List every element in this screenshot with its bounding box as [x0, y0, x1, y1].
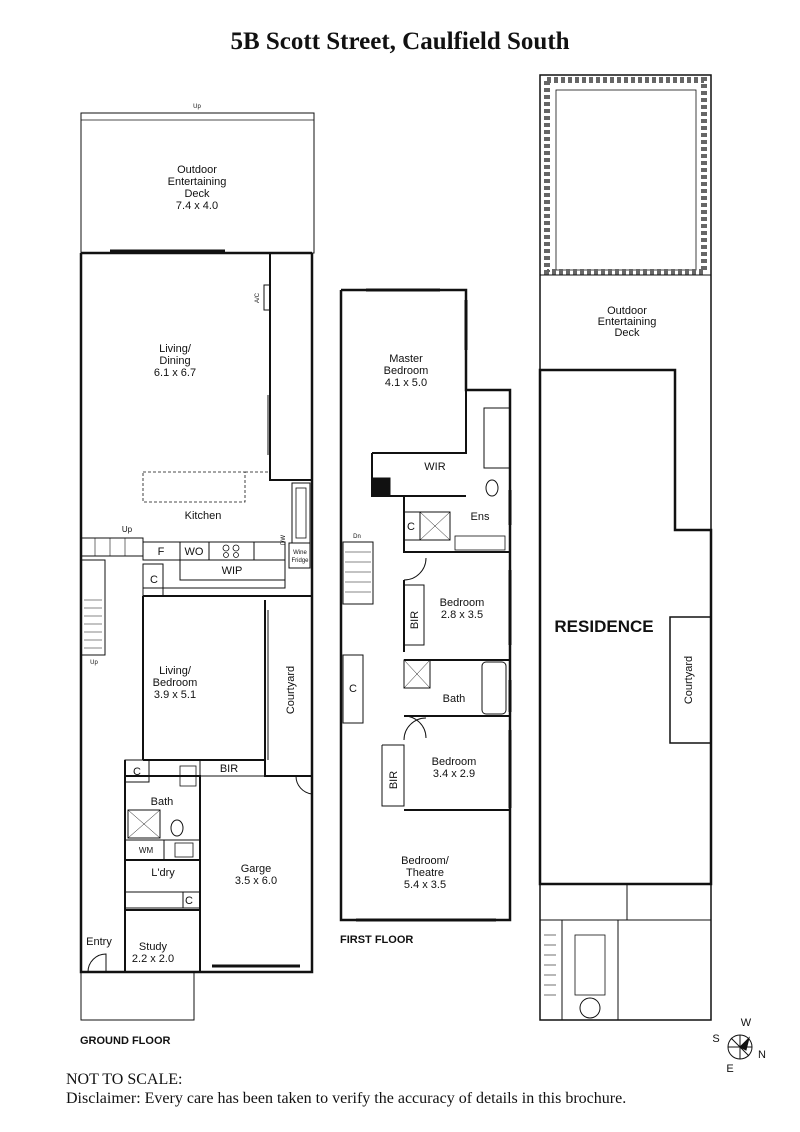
label-ens-cupboard: C — [407, 521, 415, 533]
label-site-deck-1: Outdoor — [607, 305, 647, 317]
ground-floor-labels: Up Outdoor Entertaining Deck 7.4 x 4.0 A… — [86, 104, 309, 965]
label-cupboard: C — [150, 574, 158, 586]
label-living-dining-2: Dining — [159, 355, 190, 367]
first-floor-labels: Master Bedroom 4.1 x 5.0 WIR Ens Dn C Be… — [349, 353, 490, 891]
label-wall-oven: WO — [185, 546, 204, 558]
label-garage: Garge — [241, 863, 272, 875]
compass-n: N — [758, 1049, 766, 1061]
compass-s: S — [712, 1033, 719, 1045]
label-dn: Dn — [353, 534, 361, 540]
site-boundary — [539, 74, 712, 1021]
label-bath: Bath — [443, 693, 466, 705]
label-living-dining-1: Living/ — [159, 343, 192, 355]
label-theatre-size: 5.4 x 3.5 — [404, 879, 446, 891]
label-bedroom3: Bedroom — [432, 756, 477, 768]
label-deck-1: Outdoor — [177, 164, 217, 176]
first-floor-label: FIRST FLOOR — [340, 934, 414, 946]
label-site-deck-3: Deck — [614, 327, 640, 339]
label-master-size: 4.1 x 5.0 — [385, 377, 427, 389]
label-site-courtyard: Courtyard — [683, 656, 695, 704]
label-bedroom3-size: 3.4 x 2.9 — [433, 768, 475, 780]
label-bir1: BIR — [409, 611, 421, 629]
label-bir2: BIR — [388, 771, 400, 789]
label-up-stair: Up — [122, 525, 133, 534]
label-wir: WIR — [424, 461, 445, 473]
compass-e: E — [726, 1063, 733, 1075]
site-plan-labels: Outdoor Entertaining Deck RESIDENCE Cour… — [554, 305, 695, 704]
residence-outline — [538, 368, 713, 886]
label-bedroom2: Bedroom — [440, 597, 485, 609]
first-outer-wall — [339, 288, 512, 922]
label-bedroom2-size: 2.8 x 3.5 — [441, 609, 483, 621]
label-living-dining-size: 6.1 x 6.7 — [154, 367, 196, 379]
ground-outer-wall — [79, 253, 314, 974]
label-living-bedroom-1: Living/ — [159, 665, 192, 677]
label-wine-fridge-2: Fridge — [291, 558, 309, 564]
label-site-deck-2: Entertaining — [598, 316, 657, 328]
label-bath-cupboard: C — [133, 766, 141, 778]
label-ac: A/C — [255, 292, 261, 303]
label-laundry-cupboard: C — [185, 895, 193, 907]
label-wine-fridge-1: Wine — [293, 550, 307, 556]
site-plan — [538, 74, 713, 1021]
label-living-bedroom-2: Bedroom — [153, 677, 198, 689]
label-wm: WM — [139, 846, 154, 855]
label-wip: WIP — [222, 565, 243, 577]
label-study: Study — [139, 941, 168, 953]
label-deck-size: 7.4 x 4.0 — [176, 200, 218, 212]
disclaimer-line-1: NOT TO SCALE: — [66, 1071, 183, 1088]
first-floor-plan — [339, 288, 512, 922]
ground-floor-label: GROUND FLOOR — [80, 1035, 171, 1047]
page-title: 5B Scott Street, Caulfield South — [230, 28, 570, 55]
label-study-size: 2.2 x 2.0 — [132, 953, 174, 965]
label-cupboard2: C — [349, 683, 357, 695]
label-theatre-1: Bedroom/ — [401, 855, 450, 867]
label-bir: BIR — [220, 763, 238, 775]
label-theatre-2: Theatre — [406, 867, 444, 879]
label-courtyard: Courtyard — [285, 666, 297, 714]
label-entry: Entry — [86, 936, 112, 948]
label-living-bedroom-size: 3.9 x 5.1 — [154, 689, 196, 701]
disclaimer-line-2: Disclaimer: Every care has been taken to… — [66, 1090, 627, 1107]
label-deck-2: Entertaining — [168, 176, 227, 188]
label-up-top: Up — [193, 104, 201, 110]
label-up-side: Up — [90, 660, 98, 666]
label-ens: Ens — [471, 511, 490, 523]
label-deck-3: Deck — [184, 188, 210, 200]
label-dishwasher: DW — [281, 535, 287, 545]
label-residence: RESIDENCE — [554, 617, 653, 636]
label-master-2: Bedroom — [384, 365, 429, 377]
label-master-1: Master — [389, 353, 423, 365]
compass-w: W — [741, 1017, 752, 1029]
label-laundry: L'dry — [151, 867, 175, 879]
label-garage-size: 3.5 x 6.0 — [235, 875, 277, 887]
compass-icon: W S N E — [712, 1017, 766, 1075]
label-fridge: F — [158, 546, 165, 558]
label-kitchen: Kitchen — [185, 510, 222, 522]
disclaimer: NOT TO SCALE: Disclaimer: Every care has… — [66, 1070, 626, 1108]
ground-floor-plan — [79, 112, 315, 1021]
label-bath: Bath — [151, 796, 174, 808]
